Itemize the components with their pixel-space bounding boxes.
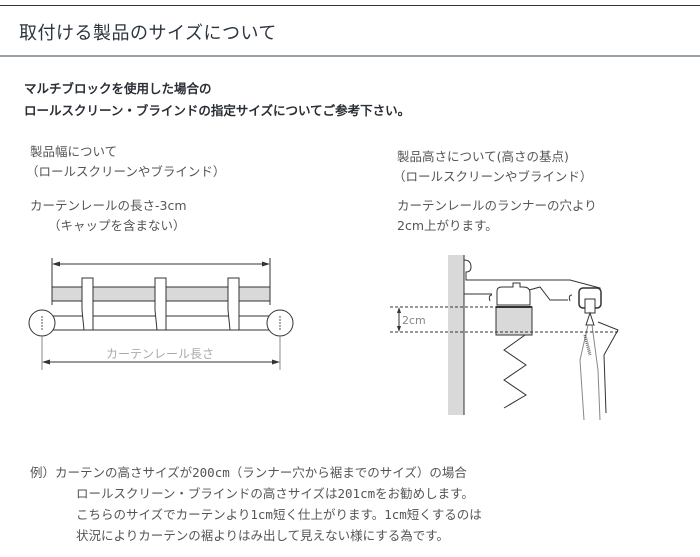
width-heading-line-2: （ロールスクリーンやブラインド） (26, 164, 226, 179)
height-heading-line-1: 製品高さについて(高さの基点) (397, 149, 569, 164)
example-line-1: 例）カーテンの高さサイズが200cm（ランナー穴から裾までのサイズ）の場合 (30, 465, 467, 480)
height-desc-line-2: 2cm上がります。 (397, 218, 498, 233)
section-header: 取付ける製品のサイズについて (0, 5, 700, 57)
example-line-3: こちらのサイズでカーテンより1cm短く仕上がります。1cm短くするのは (76, 507, 482, 522)
offset-label: 2cm (402, 314, 426, 327)
width-heading: 製品幅について （ロールスクリーンやブラインド） (26, 142, 225, 182)
height-heading-line-2: （ロールスクリーンやブラインド） (393, 169, 593, 184)
intro-line-2: ロールスクリーン・ブラインドの指定サイズについてご参考下さい。 (24, 103, 411, 118)
page-title: 取付ける製品のサイズについて (19, 23, 277, 44)
rail-length-label: カーテンレール長さ (106, 347, 214, 361)
intro-text: マルチブロックを使用した場合の ロールスクリーン・ブラインドの指定サイズについて… (24, 78, 410, 122)
width-description: カーテンレールの長さ-3cm （キャップを含まない） (30, 196, 187, 236)
width-desc-line-2: （キャップを含まない） (48, 218, 186, 233)
height-desc-line-1: カーテンレールのランナーの穴より (397, 198, 597, 213)
intro-line-1: マルチブロックを使用した場合の (24, 81, 212, 96)
example-text: 例）カーテンの高さサイズが200cm（ランナー穴から裾までのサイズ）の場合 ロー… (30, 462, 482, 546)
height-diagram: 2cm (390, 255, 620, 420)
width-desc-line-1: カーテンレールの長さ-3cm (30, 198, 187, 213)
example-line-2: ロールスクリーン・ブラインドの高さサイズは201cmをお勧めします。 (76, 486, 474, 501)
example-line-4: 状況によりカーテンの裾よりはみ出して見えない様にする為です。 (76, 528, 450, 543)
height-heading: 製品高さについて(高さの基点) （ロールスクリーンやブラインド） (393, 147, 592, 187)
width-heading-line-1: 製品幅について (30, 144, 118, 159)
rail-width-diagram: カーテンレール長さ (28, 258, 294, 370)
height-description: カーテンレールのランナーの穴より 2cm上がります。 (397, 196, 597, 236)
